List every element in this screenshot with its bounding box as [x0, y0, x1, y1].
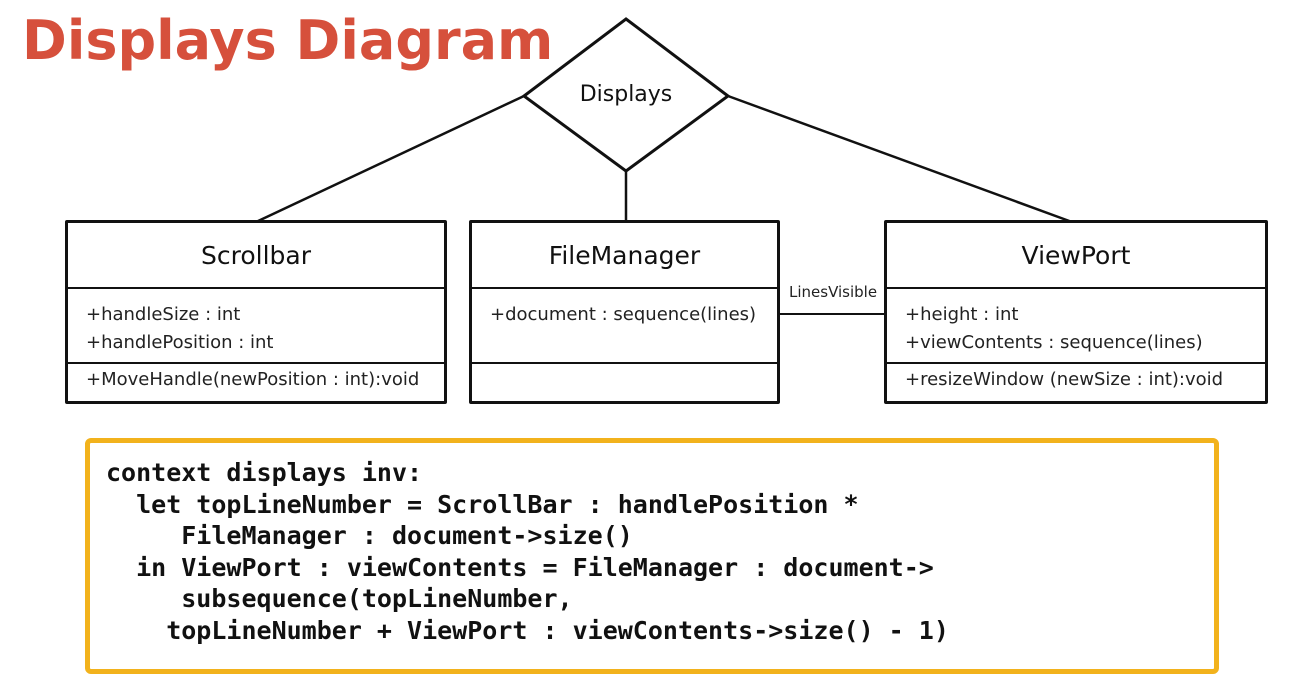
- attribute: +handleSize : int: [86, 304, 241, 325]
- class-attributes-scrollbar: +handleSize : int +handlePosition : int: [68, 289, 444, 364]
- class-attributes-filemanager: +document : sequence(lines): [472, 289, 777, 364]
- ocl-line: in ViewPort : viewContents = FileManager…: [106, 552, 934, 582]
- class-filemanager: FileManager +document : sequence(lines): [469, 220, 780, 404]
- class-name-viewport: ViewPort: [887, 223, 1265, 289]
- ocl-line: context displays inv:: [106, 458, 423, 487]
- class-attributes-viewport: +height : int +viewContents : sequence(l…: [887, 289, 1265, 364]
- class-viewport: ViewPort +height : int +viewContents : s…: [884, 220, 1268, 404]
- class-operations-filemanager: [472, 364, 777, 366]
- association-label: LinesVisible: [789, 283, 878, 301]
- attribute: +handlePosition : int: [86, 332, 274, 353]
- class-name-scrollbar: Scrollbar: [68, 223, 444, 289]
- class-scrollbar: Scrollbar +handleSize : int +handlePosit…: [65, 220, 447, 404]
- ocl-line: subsequence(topLineNumber,: [106, 584, 573, 613]
- connector-displays-viewport: [727, 94, 1073, 224]
- attribute: +viewContents : sequence(lines): [905, 332, 1203, 353]
- connector-displays-scrollbar: [255, 94, 525, 224]
- ocl-constraint-box: context displays inv: let topLineNumber …: [85, 438, 1219, 674]
- ocl-line: let topLineNumber = ScrollBar : handlePo…: [106, 489, 859, 519]
- class-operations-scrollbar: +MoveHandle(newPosition : int):void: [68, 364, 444, 394]
- ocl-line: topLineNumber + ViewPort : viewContents-…: [106, 615, 949, 645]
- attribute: +document : sequence(lines): [490, 304, 757, 325]
- ocl-line: FileManager : document->size(): [106, 521, 633, 550]
- class-name-filemanager: FileManager: [472, 223, 777, 289]
- attribute: +height : int: [905, 304, 1019, 325]
- class-operations-viewport: +resizeWindow (newSize : int):void: [887, 364, 1265, 394]
- operation: +resizeWindow (newSize : int):void: [905, 369, 1224, 390]
- operation: +MoveHandle(newPosition : int):void: [86, 369, 420, 390]
- relationship-label: Displays: [579, 82, 673, 107]
- page-title: Displays Diagram: [22, 9, 554, 72]
